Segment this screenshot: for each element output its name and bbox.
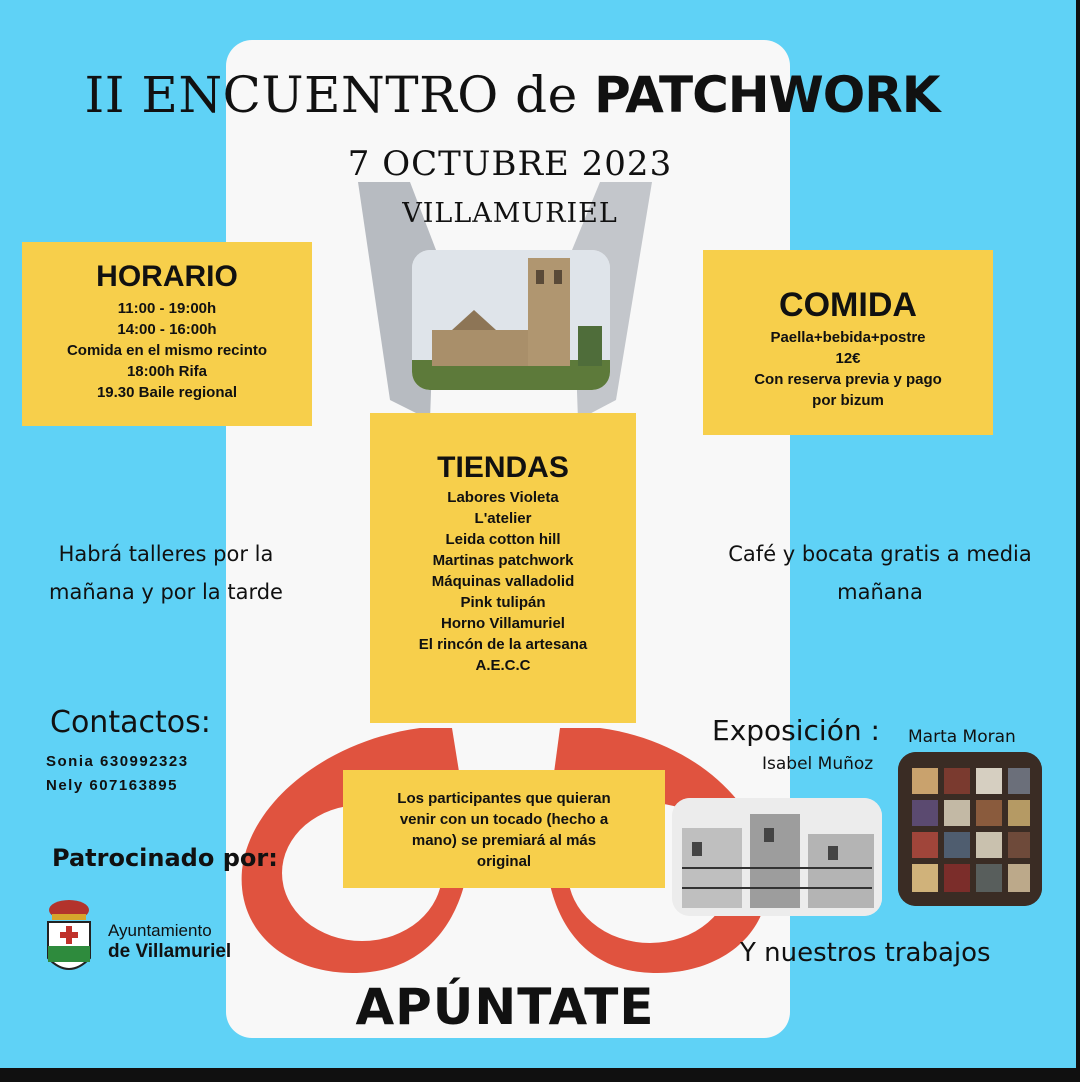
event-date: 7 OCTUBRE 2023 — [347, 144, 673, 184]
patrocinio-heading: Patrocinado por: — [52, 844, 278, 872]
horario-box: HORARIO 11:00 - 19:00h 14:00 - 16:00h Co… — [22, 242, 312, 426]
tienda-item: El rincón de la artesana — [418, 636, 588, 653]
comida-line: por bizum — [812, 392, 884, 409]
tienda-item: Pink tulipán — [460, 594, 546, 611]
exposicion-heading: Exposición : — [712, 714, 880, 747]
poster-title: II ENCUENTRO de PATCHWORK — [0, 66, 1024, 124]
tocado-line: mano) se premiará al más — [411, 832, 597, 849]
tienda-item: Máquinas valladolid — [431, 573, 575, 590]
contactos-heading: Contactos: — [50, 705, 211, 740]
coat-of-arms-icon — [44, 896, 94, 982]
tienda-item: Horno Villamuriel — [441, 615, 565, 632]
exposicion-name: Isabel Muñoz — [762, 754, 874, 774]
tienda-item: Labores Violeta — [447, 489, 559, 506]
church-photo — [412, 250, 610, 390]
tienda-item: L'atelier — [474, 510, 532, 527]
cafe-line: Café y bocata gratis a media — [728, 542, 1032, 566]
tocado-line: Los participantes que quieran — [397, 790, 611, 807]
horario-heading: HORARIO — [96, 260, 238, 293]
horario-line: Comida en el mismo recinto — [66, 342, 268, 359]
tienda-item: A.E.C.C — [475, 657, 531, 674]
comida-line: Con reserva previa y pago — [754, 371, 942, 388]
quilt-photo — [898, 752, 1042, 906]
contact-line: Sonia 630992323 — [46, 753, 189, 770]
cafe-line: mañana — [837, 580, 923, 604]
horario-line: 14:00 - 16:00h — [117, 321, 217, 338]
exposicion-name: Marta Moran — [908, 727, 1016, 747]
comida-heading: COMIDA — [779, 286, 917, 324]
event-place: VILLAMURIEL — [402, 198, 618, 229]
tiendas-heading: TIENDAS — [437, 451, 569, 484]
tienda-item: Leida cotton hill — [445, 531, 561, 548]
horario-line: 11:00 - 19:00h — [117, 300, 217, 317]
title-bold: PATCHWORK — [594, 66, 940, 124]
tocado-box: Los participantes que quieran venir con … — [343, 770, 665, 888]
comida-box: COMIDA Paella+bebida+postre 12€ Con rese… — [703, 250, 993, 435]
contactos-list: Sonia 630992323 Nely 607163895 — [46, 750, 189, 798]
talleres-line: mañana y por la tarde — [49, 580, 283, 604]
tiendas-box: TIENDAS Labores Violeta L'atelier Leida … — [370, 413, 636, 723]
tienda-item: Martinas patchwork — [432, 552, 574, 569]
sponsor-name: Ayuntamiento de Villamuriel — [108, 920, 231, 962]
sponsor-line: de Villamuriel — [108, 941, 232, 962]
talleres-note: Habrá talleres por la mañana y por la ta… — [36, 535, 296, 611]
title-prefix: II ENCUENTRO de — [84, 66, 578, 124]
comida-line: Paella+bebida+postre — [770, 329, 926, 346]
cafe-note: Café y bocata gratis a media mañana — [720, 535, 1040, 611]
contact-line: Nely 607163895 — [46, 777, 178, 794]
apuntate-cta: APÚNTATE — [355, 978, 655, 1036]
drawing-photo — [672, 798, 882, 916]
exposicion-footer: Y nuestros trabajos — [740, 938, 991, 968]
horario-line: 19.30 Baile regional — [96, 384, 238, 401]
talleres-line: Habrá talleres por la — [58, 542, 274, 566]
tocado-line: original — [476, 853, 532, 870]
horario-line: 18:00h Rifa — [126, 363, 208, 380]
tocado-line: venir con un tocado (hecho a — [399, 811, 609, 828]
comida-line: 12€ — [835, 350, 861, 367]
sponsor-line: Ayuntamiento — [108, 921, 212, 940]
